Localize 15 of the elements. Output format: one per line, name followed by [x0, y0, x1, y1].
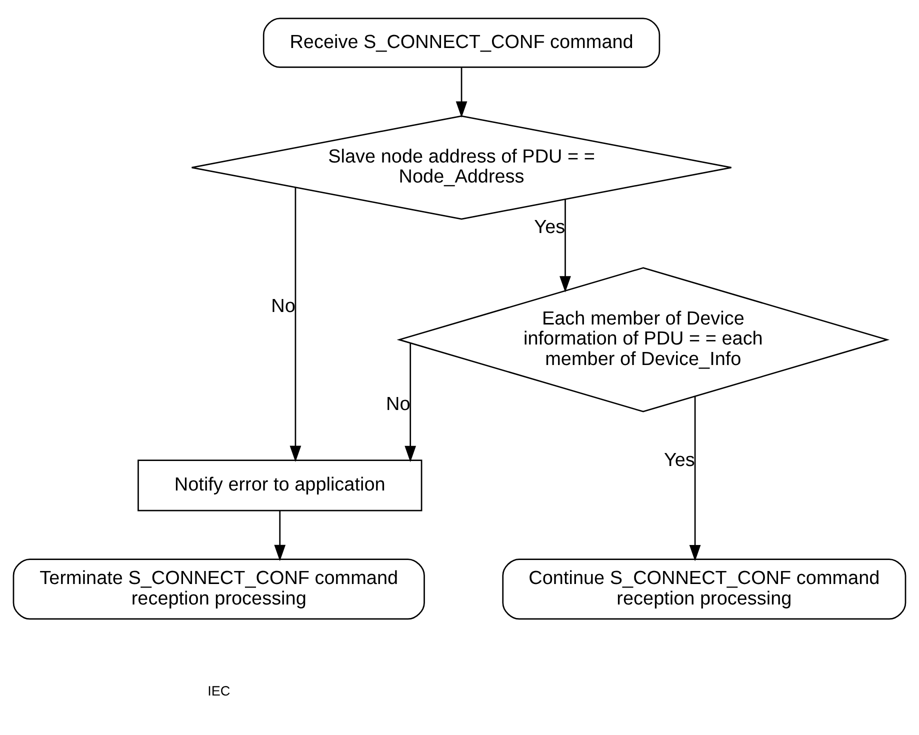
arrow: [689, 396, 701, 562]
arrow: [274, 510, 286, 562]
node-box: Terminate S_CONNECT_CONF command reception processing: [12, 558, 425, 620]
edge-label: Yes: [664, 450, 695, 471]
node-box: Continue S_CONNECT_CONF command reception processing: [502, 558, 906, 620]
node-box: Receive S_CONNECT_CONF command: [262, 18, 660, 68]
label: IEC: [208, 684, 230, 699]
node-box: Notify error to application: [138, 460, 422, 512]
arrow: [560, 200, 571, 292]
arrow: [290, 187, 302, 462]
arrow: [456, 67, 468, 118]
edge-label: No: [386, 394, 410, 416]
node-diamond: Slave node address of PDU = = Node_Address: [191, 115, 732, 220]
arrow: [404, 343, 416, 462]
edge-label: No: [271, 296, 296, 317]
